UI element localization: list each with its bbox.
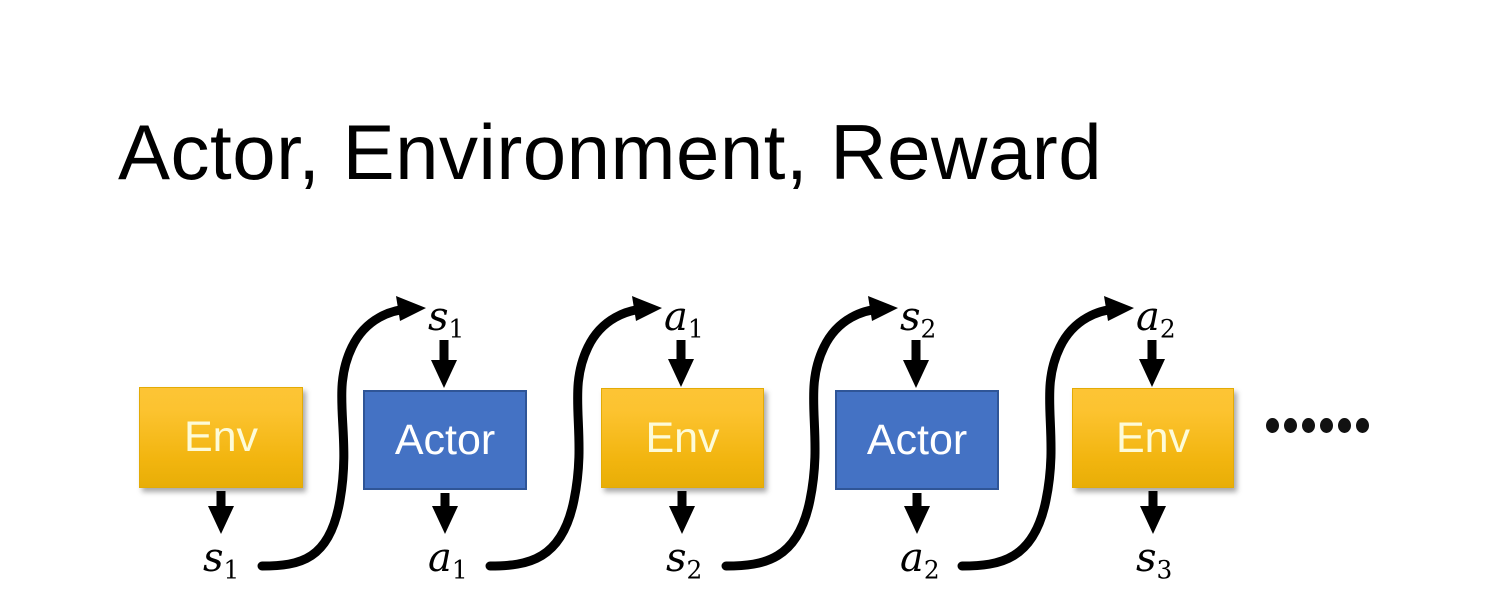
node-label: Env	[183, 413, 259, 461]
symbol-base: a	[900, 535, 924, 581]
ellipsis-dot	[1338, 418, 1351, 433]
ellipsis-dot	[1284, 418, 1297, 433]
symbol-base: a	[428, 535, 452, 581]
symbol-top-a1: a1	[664, 297, 704, 342]
feedback-curve-s2-to-actor2-input	[721, 296, 898, 571]
symbol-base: a	[1136, 294, 1160, 340]
symbol-bottom-s2: s2	[666, 538, 702, 583]
symbol-bottom-a1: a1	[428, 538, 468, 583]
symbol-top-s1: s1	[428, 297, 464, 342]
symbol-base: s	[428, 294, 449, 340]
feedback-curve-s1-to-actor1-input	[257, 296, 426, 571]
symbol-subscript: 2	[923, 555, 940, 585]
ellipsis-dot	[1320, 418, 1333, 433]
node-label: Actor	[866, 415, 968, 464]
down-arrow-s1-to-actor1	[431, 340, 457, 388]
symbol-subscript: 2	[1159, 314, 1176, 344]
symbol-subscript: 2	[686, 555, 703, 585]
feedback-curve-a1-to-env2-input	[485, 296, 662, 571]
down-arrow-env3-to-s3	[1140, 491, 1166, 534]
symbol-subscript: 1	[451, 555, 468, 585]
node-label: Env	[645, 413, 720, 462]
symbol-base: s	[203, 535, 224, 581]
node-env-3[interactable]: Env	[1072, 388, 1234, 488]
symbol-subscript: 1	[687, 314, 704, 344]
symbol-bottom-s3: s3	[1136, 538, 1172, 583]
symbol-subscript: 1	[223, 555, 240, 585]
page-title: Actor, Environment, Reward	[118, 108, 1103, 196]
down-arrow-s2-to-actor2	[903, 340, 929, 388]
down-arrow-actor2-to-a2	[904, 493, 930, 534]
feedback-curve-a2-to-env3-input	[957, 296, 1134, 571]
symbol-base: s	[666, 535, 687, 581]
symbol-subscript: 2	[920, 314, 937, 344]
ellipsis-continuation	[1266, 418, 1369, 433]
symbol-subscript: 1	[448, 314, 465, 344]
node-label: Env	[1115, 413, 1191, 462]
symbol-top-a2: a2	[1136, 297, 1176, 342]
node-actor-2[interactable]: Actor	[835, 390, 999, 490]
down-arrow-env1-to-s1	[208, 491, 234, 534]
symbol-base: a	[664, 294, 688, 340]
node-label: Actor	[394, 415, 496, 464]
symbol-bottom-s1: s1	[203, 538, 239, 583]
down-arrow-actor1-to-a1	[432, 493, 458, 534]
ellipsis-dot	[1302, 418, 1315, 433]
node-actor-1[interactable]: Actor	[363, 390, 527, 490]
down-arrow-a1-to-env2	[668, 340, 694, 387]
symbol-bottom-a2: a2	[900, 538, 940, 583]
symbol-base: s	[900, 294, 921, 340]
symbol-base: s	[1136, 535, 1157, 581]
node-env-2[interactable]: Env	[601, 388, 764, 488]
down-arrow-env2-to-s2	[669, 491, 695, 534]
symbol-subscript: 3	[1156, 555, 1173, 585]
ellipsis-dot	[1356, 418, 1369, 433]
down-arrow-a2-to-env3	[1139, 340, 1165, 387]
node-env-1[interactable]: Env	[139, 387, 303, 488]
ellipsis-dot	[1266, 418, 1279, 433]
symbol-top-s2: s2	[900, 297, 936, 342]
